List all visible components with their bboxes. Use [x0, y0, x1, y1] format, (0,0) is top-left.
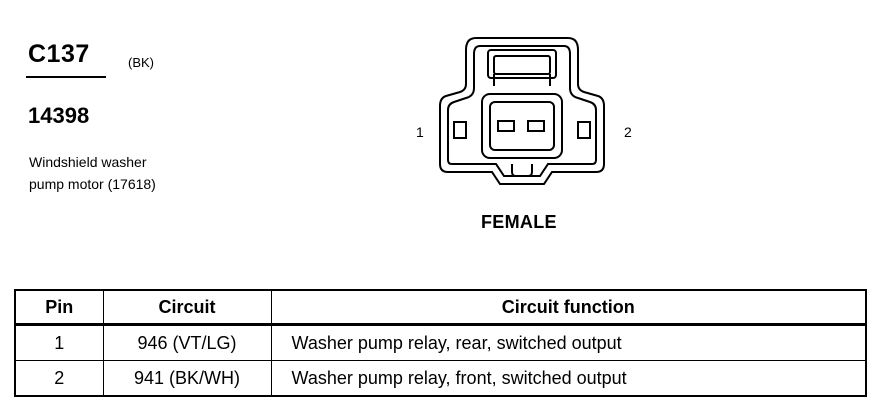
connector-id-underline [26, 76, 106, 78]
header-circuit: Circuit [102, 289, 272, 326]
side-key-left [453, 121, 467, 139]
component-description-line2: pump motor (17618) [29, 176, 156, 192]
pin-circuit-table: Pin Circuit Circuit function 1 946 (VT/L… [14, 289, 867, 397]
housing-outline [439, 37, 605, 185]
component-description-line1: Windshield washer [29, 154, 147, 170]
latch-outer [487, 49, 557, 79]
mating-face-inner [489, 101, 555, 151]
pin-1-position-label: 1 [416, 124, 424, 140]
latch-inner [493, 55, 551, 75]
part-number: 14398 [28, 103, 90, 128]
cell-circuit-function: Washer pump relay, front, switched outpu… [270, 360, 867, 397]
terminal-cavity-2 [527, 120, 545, 132]
connector-id: C137 [28, 40, 90, 68]
bottom-key [511, 164, 533, 177]
pin-2-position-label: 2 [624, 124, 632, 140]
cell-pin: 2 [14, 360, 104, 397]
terminal-cavity-1 [497, 120, 515, 132]
table-row: 1 946 (VT/LG) Washer pump relay, rear, s… [14, 324, 867, 361]
cell-circuit: 941 (BK/WH) [102, 360, 272, 397]
header-circuit-function: Circuit function [270, 289, 867, 326]
connector-gender-label: FEMALE [481, 212, 557, 232]
mating-face-outer [481, 93, 563, 159]
connector-color: (BK) [128, 55, 154, 70]
side-key-right [577, 121, 591, 139]
cell-pin: 1 [14, 324, 104, 361]
cell-circuit-function: Washer pump relay, rear, switched output [270, 324, 867, 361]
connector-face-drawing [439, 37, 605, 185]
housing-inner-outline [447, 45, 597, 177]
table-row: 2 941 (BK/WH) Washer pump relay, front, … [14, 360, 867, 397]
header-pin: Pin [14, 289, 104, 326]
table-header-row: Pin Circuit Circuit function [14, 289, 867, 326]
cell-circuit: 946 (VT/LG) [102, 324, 272, 361]
